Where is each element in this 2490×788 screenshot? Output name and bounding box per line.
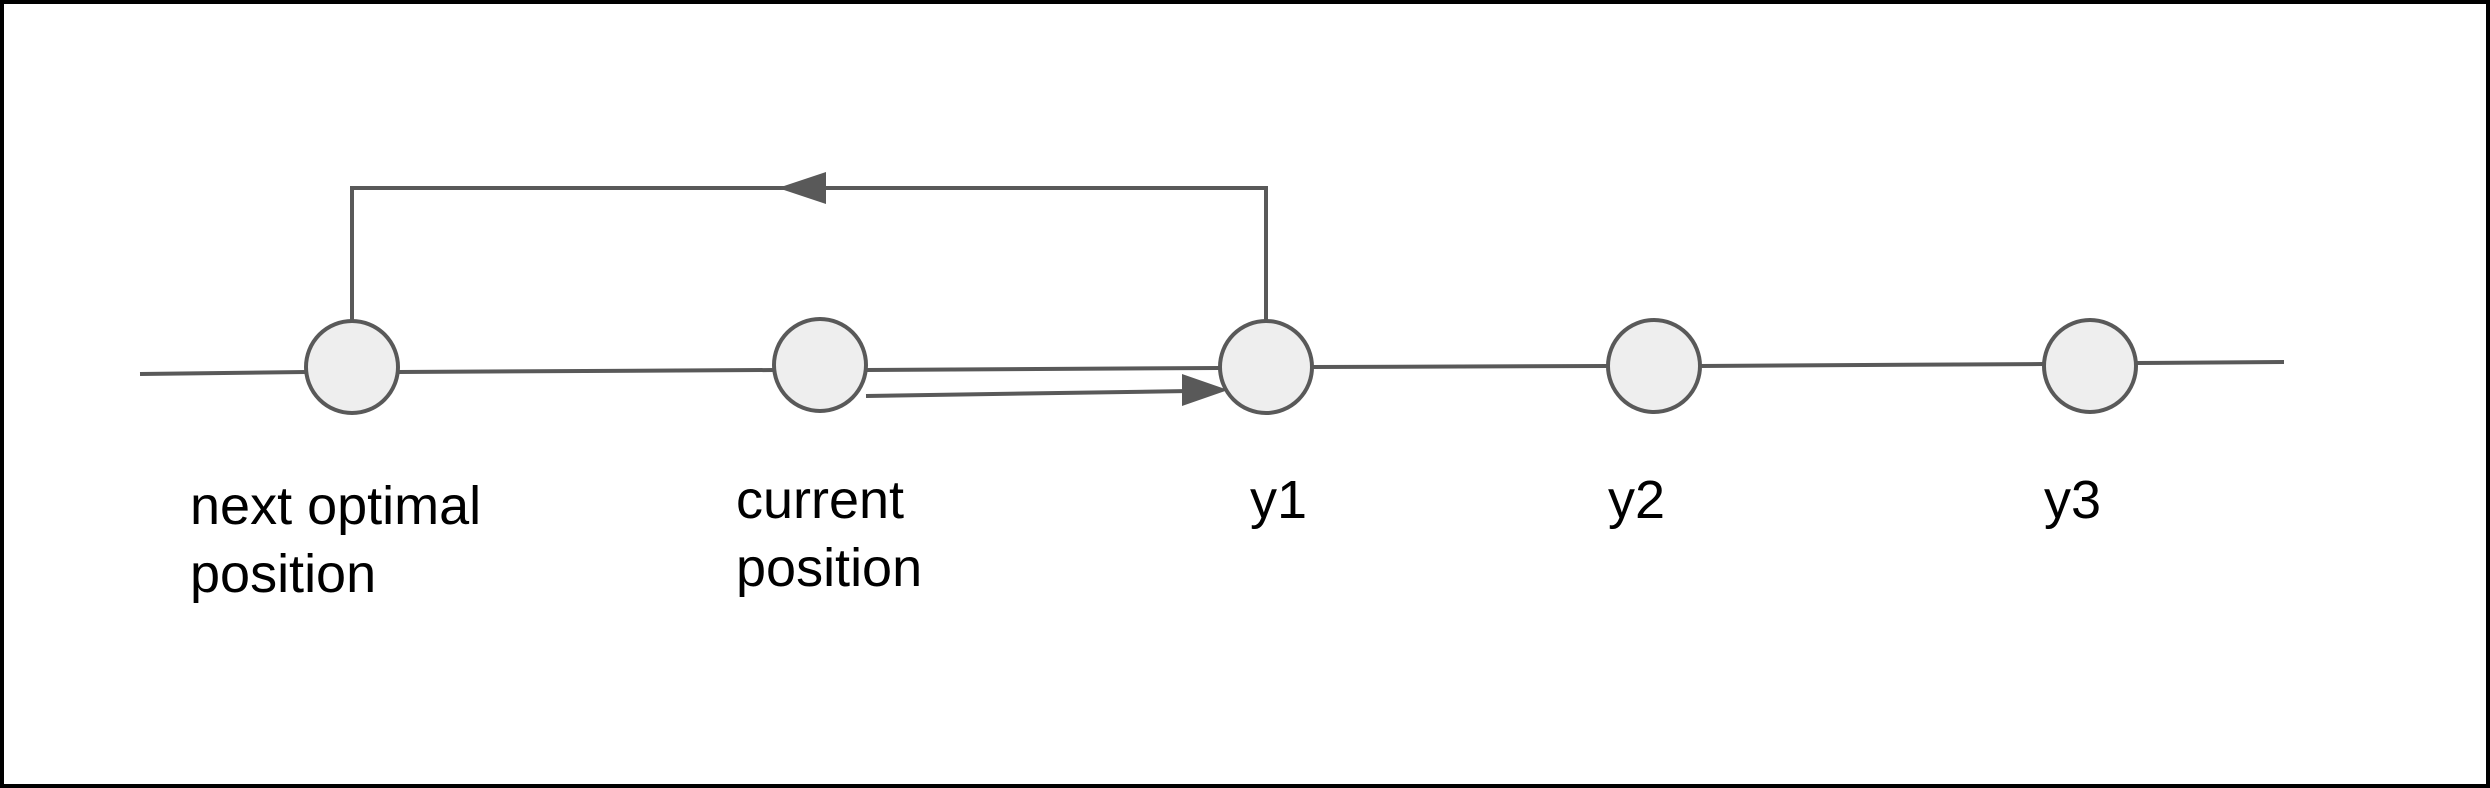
arrow-current-to-y1	[865, 374, 1228, 406]
label-y2: y2	[1608, 470, 1666, 530]
node-next-optimal-position	[304, 319, 400, 415]
label-y3: y3	[2044, 470, 2102, 530]
axis-line-y1-y2	[1311, 364, 1609, 369]
axis-line-current-y1	[865, 366, 1221, 372]
node-y1	[1218, 319, 1314, 415]
axis-line-y2-y3	[1699, 362, 2045, 368]
node-y3	[2042, 318, 2138, 414]
arrow-y1-to-next-optimal-head	[778, 172, 826, 204]
label-y1: y1	[1250, 470, 1308, 530]
axis-line-left	[139, 370, 307, 376]
arrow-y1-to-next-optimal	[350, 172, 1268, 326]
label-current-position: current position	[736, 470, 923, 598]
axis-line-nextopt-current	[397, 368, 775, 374]
node-y2	[1606, 318, 1702, 414]
arrow-y1-to-next-optimal-path	[350, 186, 1268, 326]
axis-line-right	[2135, 360, 2285, 365]
arrow-current-to-y1-shaft	[865, 389, 1191, 398]
node-current-position	[772, 317, 868, 413]
arrow-current-to-y1-head	[1182, 374, 1228, 406]
label-next-optimal-position: next optimal position	[190, 476, 482, 604]
